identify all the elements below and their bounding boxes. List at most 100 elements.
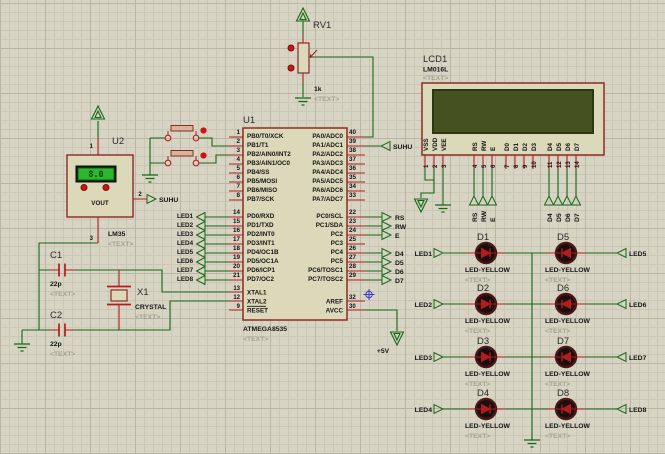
pin-name: PD2/INT0 (247, 231, 275, 238)
rv1-text: <TEXT> (314, 96, 339, 103)
net-flags[interactable] (146, 140, 627, 415)
component-rv1-pot[interactable] (287, 42, 318, 74)
svg-text:2: 2 (138, 192, 142, 198)
pin-name: PD0/RXD (247, 213, 275, 220)
svg-text:E: E (490, 217, 497, 222)
component-lcd1[interactable] (421, 82, 605, 156)
pin-name: PD5/OC1A (247, 258, 279, 265)
svg-text:VEE: VEE (441, 138, 448, 151)
pin-number: 23 (349, 218, 357, 225)
svg-text:D5: D5 (557, 232, 569, 243)
c1-ref: C1 (50, 250, 62, 261)
pin-number: 6 (236, 174, 240, 181)
component-button-2[interactable] (164, 150, 207, 167)
svg-text:<TEXT>: <TEXT> (545, 277, 570, 284)
pin-number: 22 (349, 209, 357, 216)
pin-number: 7 (236, 183, 240, 190)
net-label: LED2 (177, 222, 194, 229)
pin-name: PC5 (330, 258, 343, 265)
x1-text: <TEXT> (135, 314, 160, 321)
origin-marker (363, 289, 375, 300)
net-label: LED3 (177, 231, 194, 238)
component-u2-lm35[interactable] (66, 154, 134, 218)
pot-wiper-arrow (309, 49, 318, 58)
svg-text:32: 32 (349, 295, 356, 301)
pin-number: 38 (349, 147, 357, 154)
pin-number: 16 (232, 227, 240, 234)
pin-name: PA2/ADC2 (312, 151, 343, 158)
component-u1-mcu[interactable] (242, 127, 348, 321)
net-label: LED4 (177, 240, 194, 247)
pin-number: 19 (232, 254, 240, 261)
svg-text:RESET: RESET (247, 308, 268, 315)
net-label: LED5 (177, 249, 194, 256)
pin-name: PA5/ADC5 (312, 178, 343, 185)
pin-number: 21 (232, 272, 240, 279)
u2-display-value: 8.0 (88, 170, 103, 180)
svg-text:LED1: LED1 (415, 251, 433, 258)
ground-icon (435, 204, 451, 213)
svg-text:D3: D3 (477, 336, 489, 347)
pin-number: 4 (236, 156, 240, 163)
pin-name: PB7/SCK (247, 196, 275, 203)
svg-text:D6: D6 (557, 283, 569, 294)
svg-text:LED-YELLOW: LED-YELLOW (545, 371, 591, 378)
pin-number: 27 (349, 254, 357, 261)
svg-text:D7: D7 (557, 336, 569, 347)
led-array[interactable] (474, 241, 578, 421)
component-button-1[interactable] (164, 125, 207, 142)
pin-name: PB4/SS (247, 169, 270, 176)
u1-text: <TEXT> (243, 336, 268, 343)
led-d7 (554, 345, 578, 369)
pin-name: PB3/AIN1/OC0 (247, 160, 291, 167)
svg-text:LED-YELLOW: LED-YELLOW (465, 423, 511, 430)
net-label: LED7 (177, 267, 194, 274)
svg-text:12: 12 (557, 161, 563, 168)
pin-number: 35 (349, 174, 357, 181)
power-down-icon (413, 198, 429, 214)
c1-text: <TEXT> (50, 291, 75, 298)
net-label: LED8 (177, 276, 194, 283)
lcd-part: LM016L (423, 67, 448, 74)
lm35-up-button[interactable] (102, 184, 110, 191)
pot-down-button[interactable] (287, 64, 295, 72)
pin-name: PC1/SDA (315, 222, 343, 229)
svg-text:<TEXT>: <TEXT> (465, 381, 490, 388)
pin-number: 25 (349, 236, 357, 243)
pin-name: PA4/ADC4 (312, 169, 343, 176)
net-plus5v: +5V (377, 348, 390, 355)
svg-text:D8: D8 (557, 388, 569, 399)
c2-ref: C2 (50, 310, 62, 321)
svg-text:AREF: AREF (326, 299, 343, 306)
pin-name: PA0/ADC0 (312, 133, 343, 140)
pin-number: 37 (349, 156, 357, 163)
component-x1-crystal[interactable] (110, 289, 128, 302)
pin-name: PD6/ICP1 (247, 267, 275, 274)
pot-up-button[interactable] (287, 44, 295, 52)
led-d3 (474, 345, 498, 369)
svg-text:14: 14 (575, 161, 581, 168)
lcd-screen (432, 89, 594, 134)
ground-icon (524, 436, 540, 448)
ground-symbols (14, 97, 540, 448)
u2-text: <TEXT> (108, 241, 133, 248)
svg-text:LED-YELLOW: LED-YELLOW (545, 318, 591, 325)
pin-number: 33 (349, 192, 357, 199)
wires[interactable] (21, 21, 617, 436)
led-d2 (474, 292, 498, 316)
pin-number: 28 (349, 263, 357, 270)
net-rs: RS (395, 215, 405, 222)
svg-text:RW: RW (481, 210, 488, 222)
pin-name: PB6/MISO (247, 187, 278, 194)
lm35-down-button[interactable] (80, 184, 88, 191)
net-e: E (395, 233, 400, 240)
pin-number: 24 (349, 227, 357, 234)
svg-text:5: 5 (482, 164, 488, 168)
c2-value: 22p (50, 341, 62, 348)
svg-text:2: 2 (433, 164, 439, 168)
svg-text:LED2: LED2 (415, 302, 433, 309)
